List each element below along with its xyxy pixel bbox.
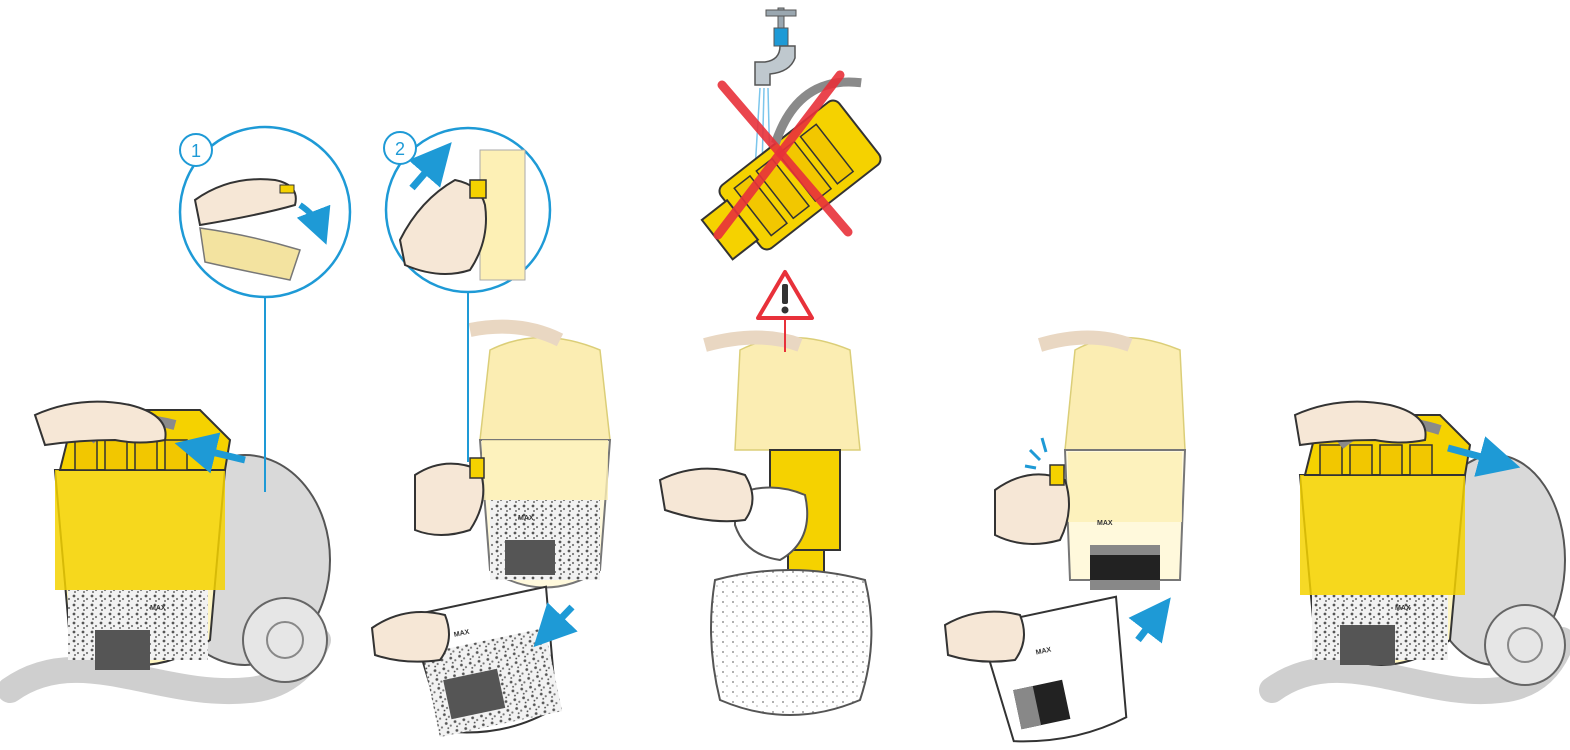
step-number: 1 xyxy=(191,141,201,161)
arrow-icon xyxy=(1138,614,1158,640)
hand xyxy=(35,402,166,445)
hand xyxy=(660,469,753,522)
detached-bin-base: MAX xyxy=(409,587,573,743)
callout-step-2: 2 xyxy=(384,128,550,292)
warning-triangle-icon xyxy=(758,272,812,318)
panel-replace-bin: MAX xyxy=(1272,402,1565,691)
hand xyxy=(1295,402,1426,445)
do-not-wash-illustration xyxy=(681,8,907,271)
panel-close-bin-base: MAX MAX xyxy=(945,338,1185,750)
callout-step-1: 1 xyxy=(180,127,350,297)
max-label: MAX xyxy=(518,515,534,522)
arrow-icon xyxy=(548,607,572,632)
hand xyxy=(372,612,449,662)
panel-remove-bin: MAX xyxy=(10,290,330,691)
hand xyxy=(945,612,1024,662)
click-sound-icon xyxy=(1025,438,1046,468)
max-label: MAX xyxy=(150,605,166,612)
max-label: MAX xyxy=(1395,605,1411,612)
step-number: 2 xyxy=(395,139,405,159)
panel-clean-shroud xyxy=(660,318,871,715)
panel-release-bin-base: MAX MAX xyxy=(372,290,610,743)
max-label: MAX xyxy=(1097,520,1113,527)
machine-wheel xyxy=(243,598,327,682)
machine-wheel xyxy=(1485,605,1565,685)
rubbish-bag xyxy=(711,570,871,715)
